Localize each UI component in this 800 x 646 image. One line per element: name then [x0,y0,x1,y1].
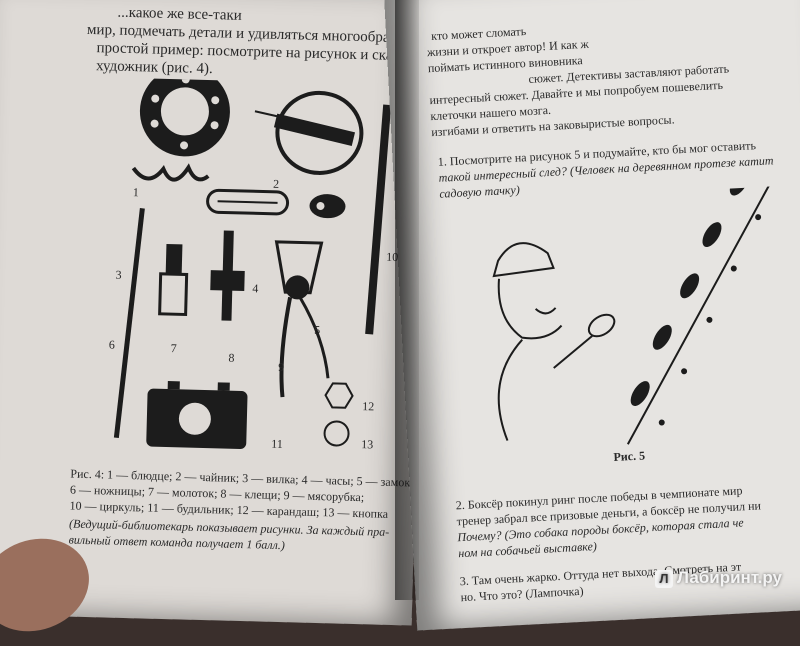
fig-num-1: 1 [132,185,139,200]
fork-drawing [131,163,210,182]
alarm-clock-drawing [146,381,248,449]
button-drawing [323,420,350,447]
fig-num-13: 13 [361,437,374,452]
fig-num-7: 7 [170,341,177,356]
right-page: кто может сломать жизни и откроет автор!… [383,0,800,631]
pencil-drawing [365,104,392,335]
scissors-drawing [113,208,145,439]
hexagon-nut-drawing [324,382,354,409]
fig-num-4: 4 [252,281,259,296]
fig-num-2: 2 [272,176,280,191]
fig-num-5: 5 [314,322,321,338]
fig-num-3: 3 [115,267,122,282]
detective-drawing [492,242,616,441]
fig-num-6: 6 [108,337,115,352]
hammer-drawing [158,243,189,317]
left-page: ...какое же все-таки мир, подмечать дета… [0,0,429,626]
pliers-drawing [210,230,245,321]
book-gutter [395,0,419,600]
figure-5-detective-footprints [492,185,775,445]
teapot-disc-drawing [254,90,364,175]
figure-4-illustrations [113,74,392,449]
figure-5-caption: Рис. 5 [613,448,646,465]
meat-grinder-drawing [274,240,330,398]
watch-strap-drawing [206,188,290,216]
fig-num-8: 8 [228,350,235,365]
lock-drawing [309,194,346,219]
fig-num-9: 9 [278,359,285,375]
footprint-trail [626,185,775,445]
fig-num-12: 12 [362,399,375,414]
left-text-line-4: художник (рис. 4). [95,58,213,78]
saucer-ring-drawing [139,74,230,157]
caption-line-5: вильный ответ команда получает 1 балл.) [68,532,286,553]
watermark-logo-icon: Л [654,570,673,588]
watermark-text: Лабиринт.ру [676,568,782,587]
fig-num-11: 11 [271,436,284,452]
q1-line-3: садовую тачку) [439,182,521,201]
